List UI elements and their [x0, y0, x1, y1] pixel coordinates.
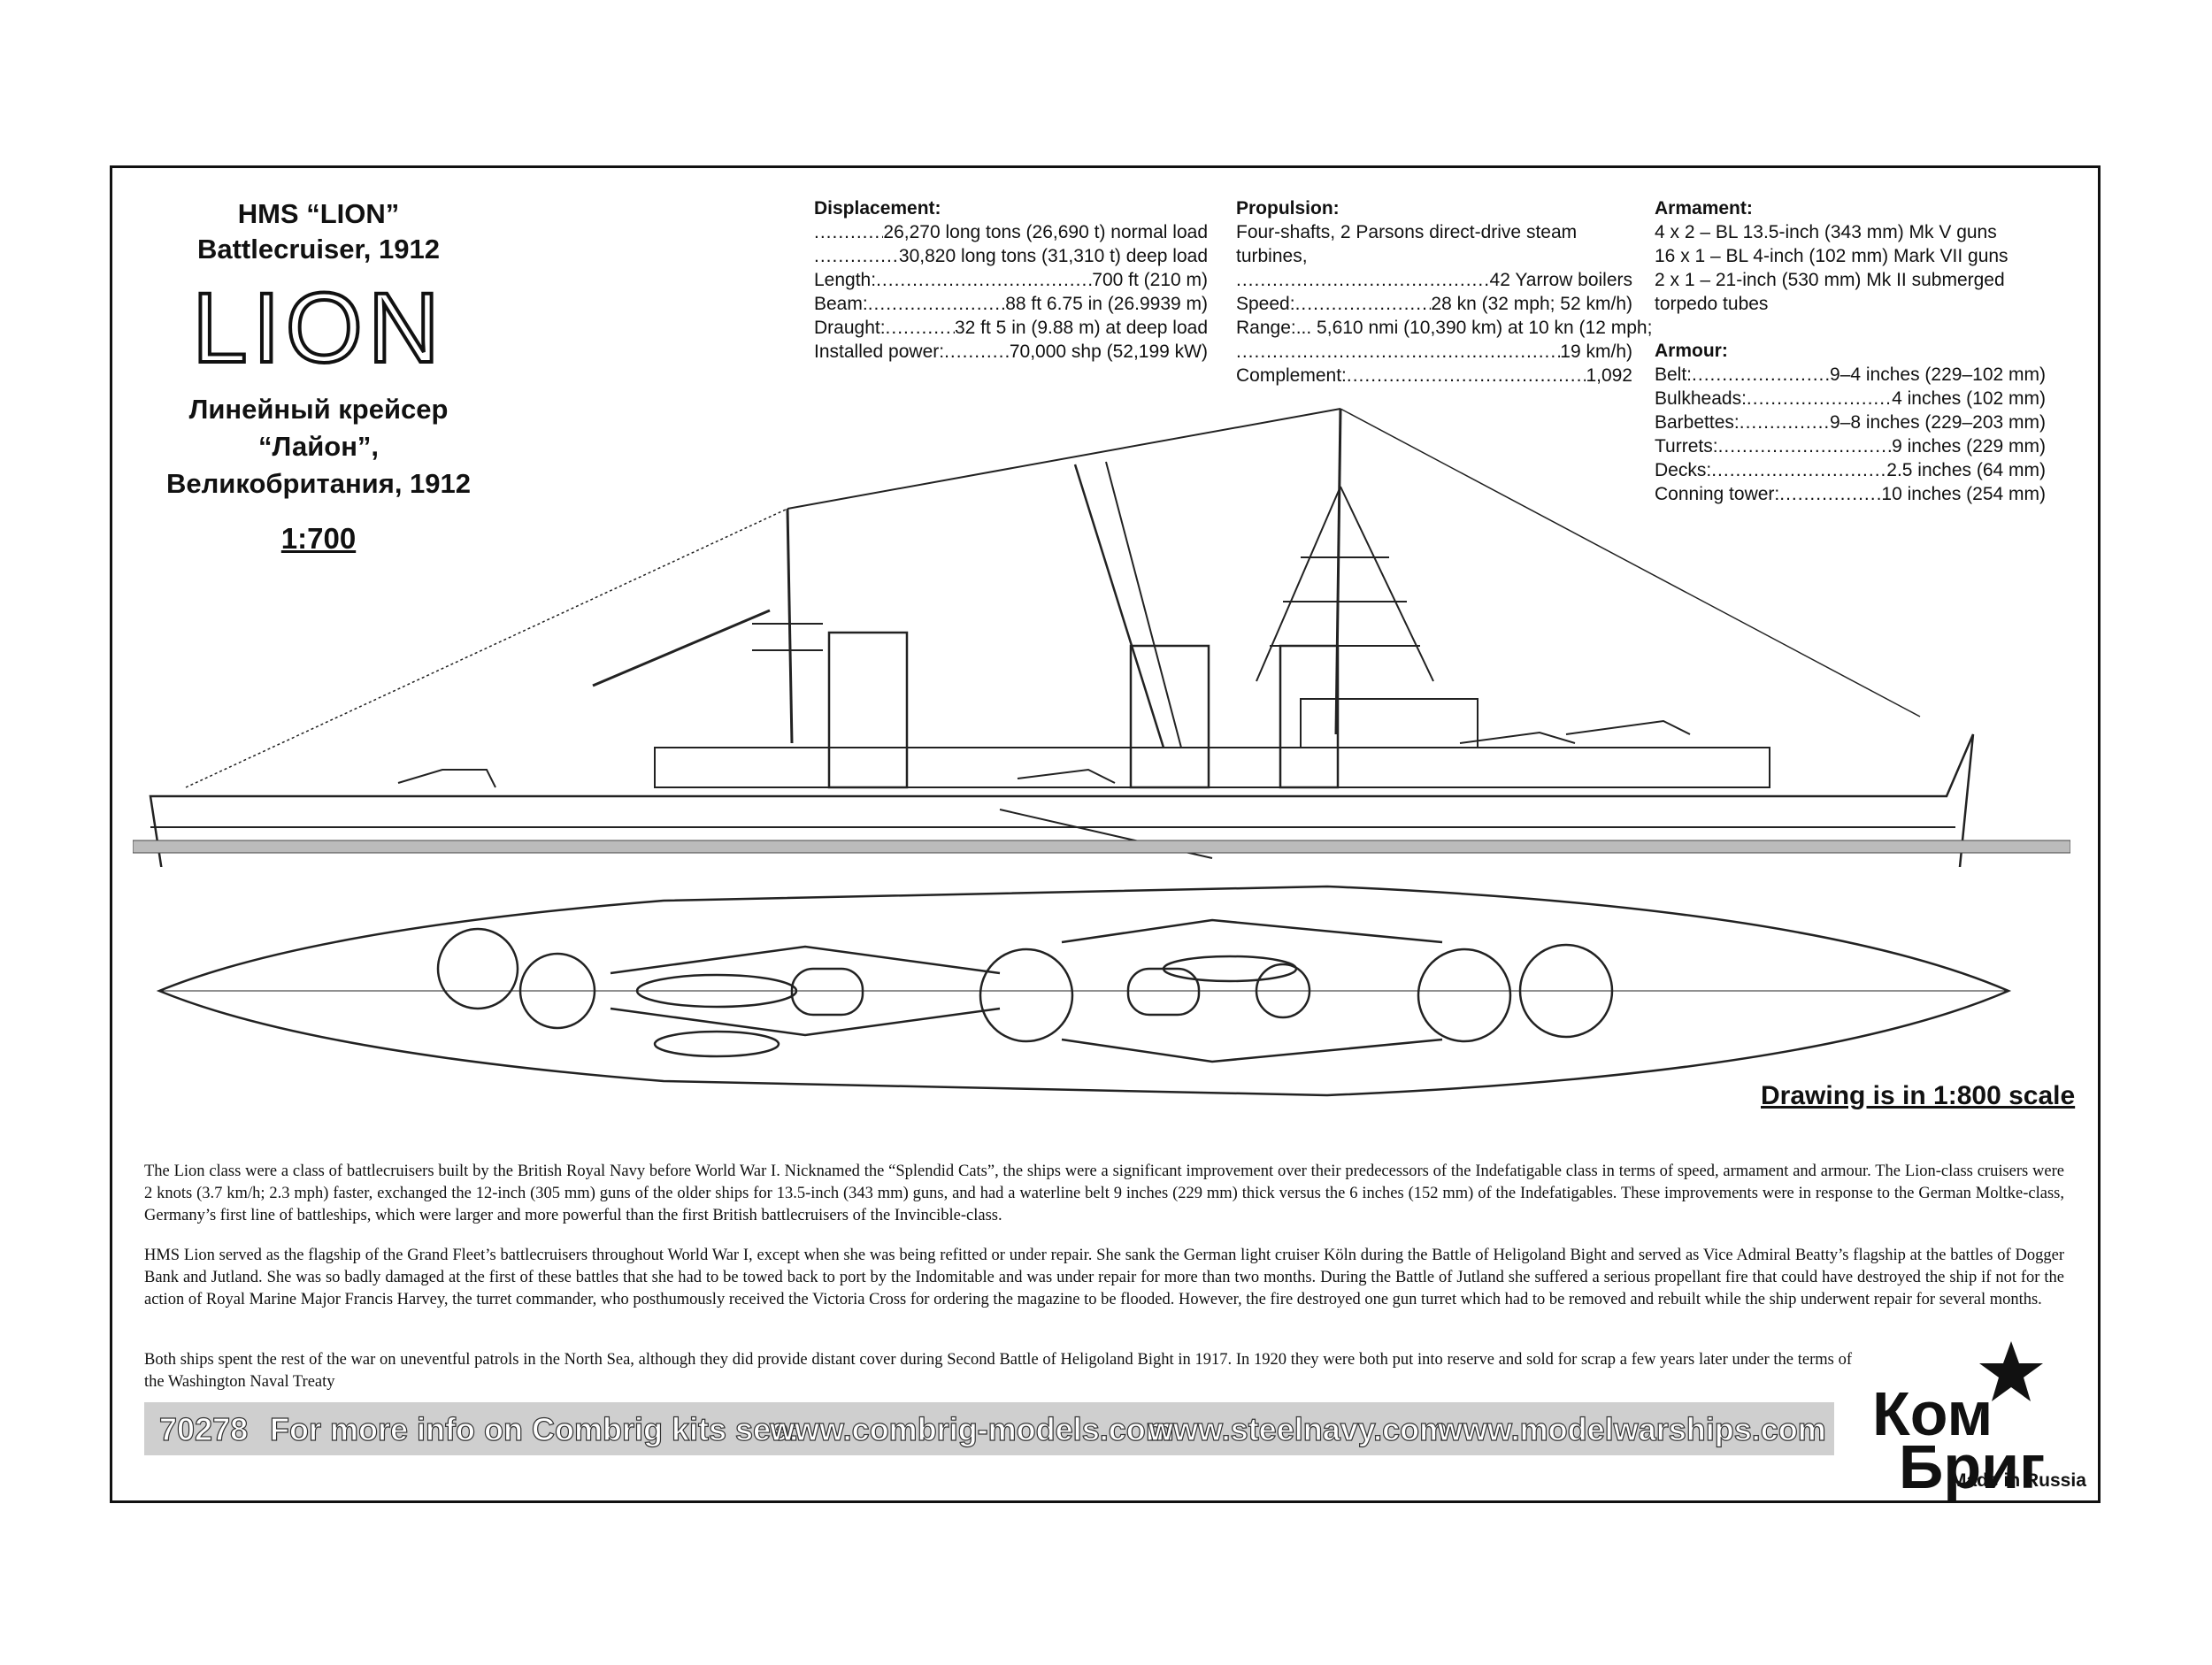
made-in-label: Made in Russia: [1951, 1470, 2086, 1491]
armour-specs: Armour: Belt:9–4 inches (229–102 mm) Bul…: [1655, 339, 2046, 506]
spec-row: Bulkheads:4 inches (102 mm): [1655, 387, 2046, 410]
steelnavy-link[interactable]: www.steelnavy.com: [1148, 1410, 1448, 1447]
combrig-link[interactable]: www.combrig-models.com: [769, 1410, 1174, 1447]
propulsion-specs: Propulsion: Four-shafts, 2 Parsons direc…: [1236, 196, 1653, 387]
spec-row: Speed:28 kn (32 mph; 52 km/h): [1236, 292, 1632, 316]
star-icon: [1979, 1341, 2043, 1401]
displacement-specs: Displacement: 26,270 long tons (26,690 t…: [814, 196, 1208, 364]
drawing-scale-note: Drawing is in 1:800 scale: [1761, 1081, 2076, 1110]
ship-type: Battlecruiser, 1912: [196, 234, 440, 265]
modelwarships-link[interactable]: www.modelwarships.com: [1437, 1410, 1826, 1447]
spec-row: Barbettes:9–8 inches (229–203 mm): [1655, 410, 2046, 434]
description-paragraph-3: Both ships spent the rest of the war on …: [144, 1351, 1852, 1391]
spec-row: 19 km/h): [1236, 340, 1632, 364]
ship-side-profile: [133, 408, 2070, 867]
armament-specs: Armament: 4 x 2 – BL 13.5-inch (343 mm) …: [1655, 196, 2053, 316]
armament-line: 16 x 1 – BL 4-inch (102 mm) Mark VII gun…: [1655, 246, 2008, 266]
spec-row: Belt:9–4 inches (229–102 mm): [1655, 363, 2046, 387]
footer-band: [144, 1402, 1834, 1455]
outlined-ship-name: LION: [190, 271, 445, 385]
spec-row: Beam:88 ft 6.75 in (26.9939 m): [814, 292, 1208, 316]
spec-row: Turrets:9 inches (229 mm): [1655, 434, 2046, 458]
ship-deck-plan: [156, 885, 2012, 1097]
russian-title-line-1: Линейный крейсер “Лайон”,: [188, 394, 449, 462]
spec-row: Range:... 5,610 nmi (10,390 km) at 10 kn…: [1236, 318, 1653, 338]
armament-line: 2 x 1 – 21-inch (530 mm) Mk II submerged…: [1655, 270, 2005, 314]
spec-row: Complement:1,092: [1236, 364, 1632, 387]
spec-row: 30,820 long tons (31,310 t) deep load: [814, 244, 1208, 268]
spec-row: Decks:2.5 inches (64 mm): [1655, 458, 2046, 482]
logo-line-2: Бриг: [1899, 1432, 2046, 1501]
spec-row: Conning tower:10 inches (254 mm): [1655, 482, 2046, 506]
description-paragraph-2: HMS Lion served as the flagship of the G…: [144, 1247, 2064, 1308]
ship-name: HMS “LION”: [237, 198, 400, 229]
armament-line: 4 x 2 – BL 13.5-inch (343 mm) Mk V guns: [1655, 222, 1997, 242]
logo-line-1: Ком: [1872, 1379, 1993, 1448]
propulsion-turbines: Four-shafts, 2 Parsons direct-drive stea…: [1236, 222, 1578, 266]
more-info-label: For more info on Combrig kits see:: [269, 1410, 800, 1447]
spec-row: Installed power:70,000 shp (52,199 kW): [814, 340, 1208, 364]
spec-row: 26,270 long tons (26,690 t) normal load: [814, 220, 1208, 244]
spec-row: 42 Yarrow boilers: [1236, 268, 1632, 292]
armament-heading: Armament:: [1655, 198, 1753, 219]
displacement-heading: Displacement:: [814, 198, 941, 219]
spec-row: Draught:32 ft 5 in (9.88 m) at deep load: [814, 316, 1208, 340]
page-frame: [110, 165, 2101, 1503]
combrig-logo: Ком Бриг: [1872, 1379, 2046, 1501]
propulsion-heading: Propulsion:: [1236, 198, 1340, 219]
model-scale: 1:700: [280, 522, 357, 555]
russian-title-line-2: Великобритания, 1912: [165, 468, 472, 499]
armour-heading: Armour:: [1655, 341, 1728, 361]
title-block: HMS “LION” Battlecruiser, 1912 LION Лине…: [133, 196, 504, 556]
kit-number: 70278: [158, 1410, 249, 1447]
description-paragraph-1: The Lion class were a class of battlecru…: [144, 1162, 2064, 1224]
spec-row: Length:700 ft (210 m): [814, 268, 1208, 292]
